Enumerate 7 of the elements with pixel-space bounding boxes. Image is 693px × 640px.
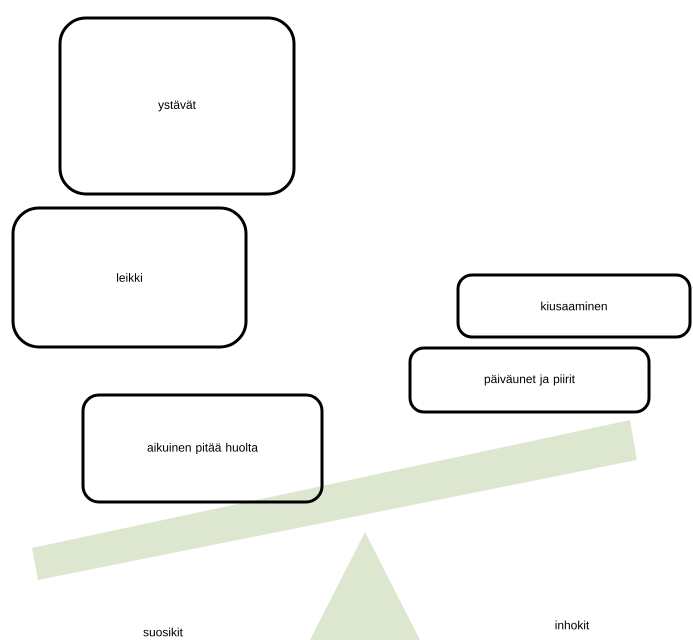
- side-label: inhokit: [556, 620, 590, 630]
- text-box: leikki: [12, 206, 248, 348]
- text-box: kiusaaminen: [456, 273, 692, 338]
- text-box: aikuinen pitää huolta: [82, 393, 324, 504]
- text-box: päiväunet ja piirit: [408, 346, 650, 414]
- side-label: suosikit: [143, 628, 183, 636]
- text-box: ystävät: [58, 16, 296, 196]
